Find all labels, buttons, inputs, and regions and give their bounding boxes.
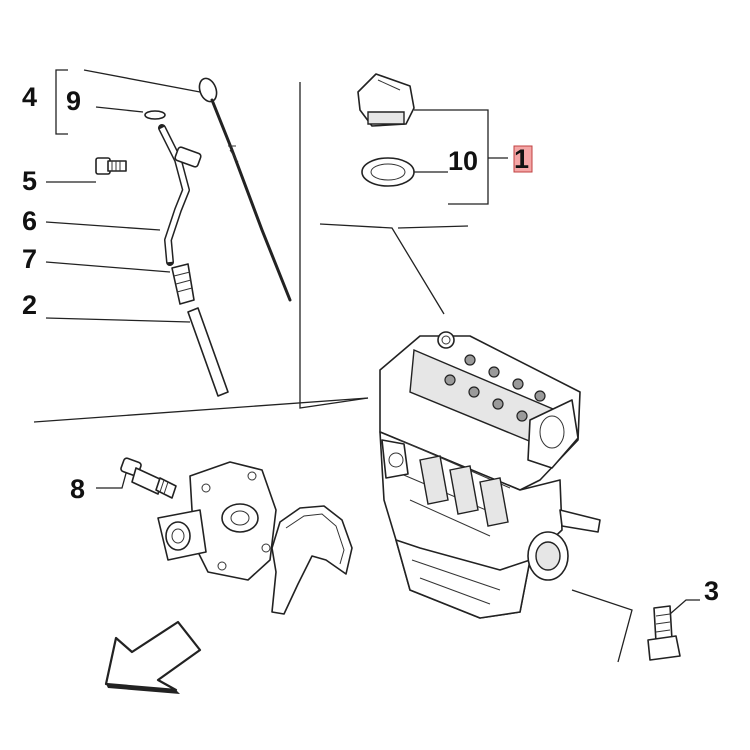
gasket-10 (361, 157, 415, 187)
engine-block (379, 331, 601, 619)
timing-gasket (271, 505, 353, 615)
callout-5: 5 (22, 166, 37, 196)
callout-labels: 4 9 5 6 7 2 10 1 8 3 (22, 82, 719, 606)
cam-cover-detail (437, 331, 546, 422)
dipstick-ring (198, 77, 218, 103)
callout-4: 4 (22, 82, 37, 112)
callout-1-highlight (513, 145, 533, 173)
callout-7: 7 (22, 244, 37, 274)
dipstick-group (55, 69, 292, 302)
callout-3: 3 (704, 576, 719, 606)
screw-5 (46, 157, 127, 183)
callout-10: 10 (448, 146, 478, 176)
tube-2 (45, 307, 229, 397)
filler-to-engine-leader (319, 223, 445, 315)
plug-3 (571, 589, 700, 663)
o-ring-9 (144, 110, 166, 120)
section-dividers (33, 82, 369, 423)
arrow-down-left-icon (104, 620, 202, 694)
pressure-switch-8 (96, 457, 177, 499)
callout-8: 8 (70, 474, 85, 504)
callout-1: 1 (514, 144, 529, 174)
front-cover (157, 461, 277, 581)
seal-7 (45, 261, 195, 305)
guide-tube-6 (45, 124, 202, 266)
filler-cap-group (357, 73, 533, 205)
callout-2: 2 (22, 290, 37, 320)
callout-6: 6 (22, 206, 37, 236)
callout-9: 9 (66, 86, 81, 116)
